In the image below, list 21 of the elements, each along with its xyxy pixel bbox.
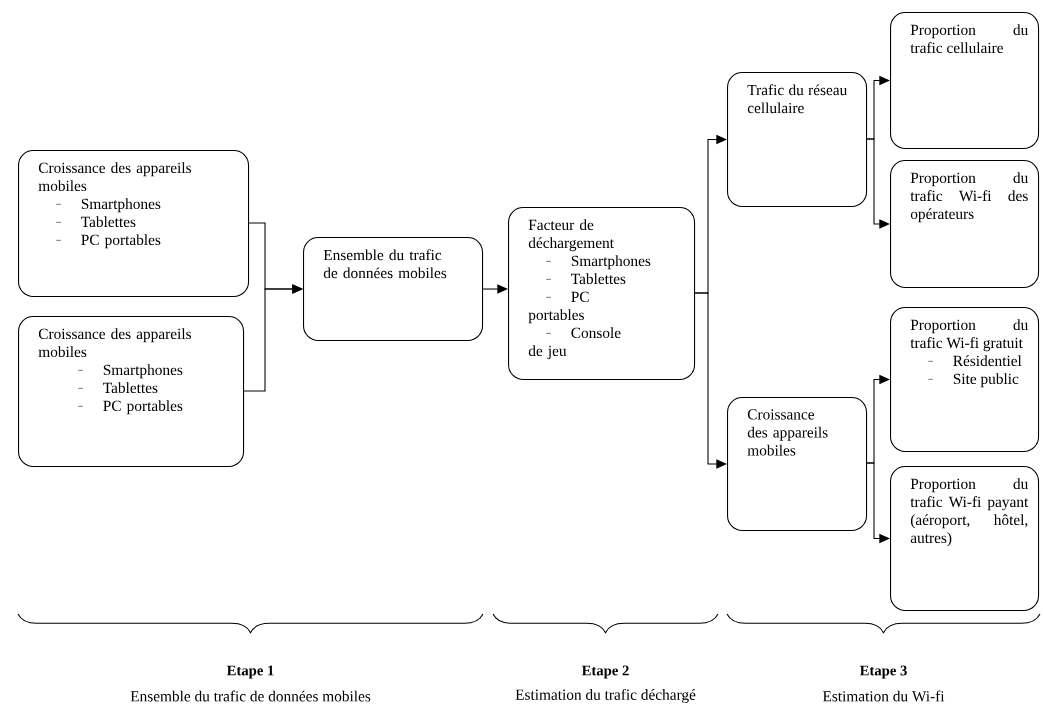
process-box: Proportion du trafic Wi-fi payant (aéroport, hôtel, autres): [890, 466, 1040, 612]
stage-description: Estimation du trafic déchargé: [515, 688, 696, 704]
arrow: [694, 292, 727, 469]
stage-title: Etape 2: [581, 665, 629, 679]
arrow: [866, 462, 890, 544]
arrow: [866, 138, 890, 229]
process-box: Croissance des appareils mobiles: [727, 397, 868, 532]
process-box: Croissance des appareils mobiles Smartphones Tablettes PC portables: [18, 316, 245, 468]
process-box: Facteur de déchargement Smartphones Tablettes PC portables Console de jeu: [508, 207, 696, 381]
arrow: [482, 284, 508, 294]
process-box: Proportion du trafic Wi-fi des opérateurs: [890, 160, 1040, 289]
arrow: [243, 284, 303, 392]
process-box: Proportion du trafic Wi-fi gratuit Résidentiel Site public: [890, 307, 1040, 453]
stage-description: Estimation du Wi-fi: [822, 690, 945, 702]
process-box: Croissance des appareils mobiles Smartphones Tablettes PC portables: [18, 150, 250, 298]
process-box: Ensemble du trafic de données mobiles: [303, 237, 484, 342]
stage-title: Etape 3: [859, 665, 907, 679]
process-box: Proportion du trafic cellulaire: [890, 12, 1040, 150]
stage-description: Ensemble du trafic de données mobiles: [130, 690, 371, 702]
stage-title: Etape 1: [226, 665, 274, 679]
process-box: Trafic du réseau cellulaire: [727, 72, 868, 208]
